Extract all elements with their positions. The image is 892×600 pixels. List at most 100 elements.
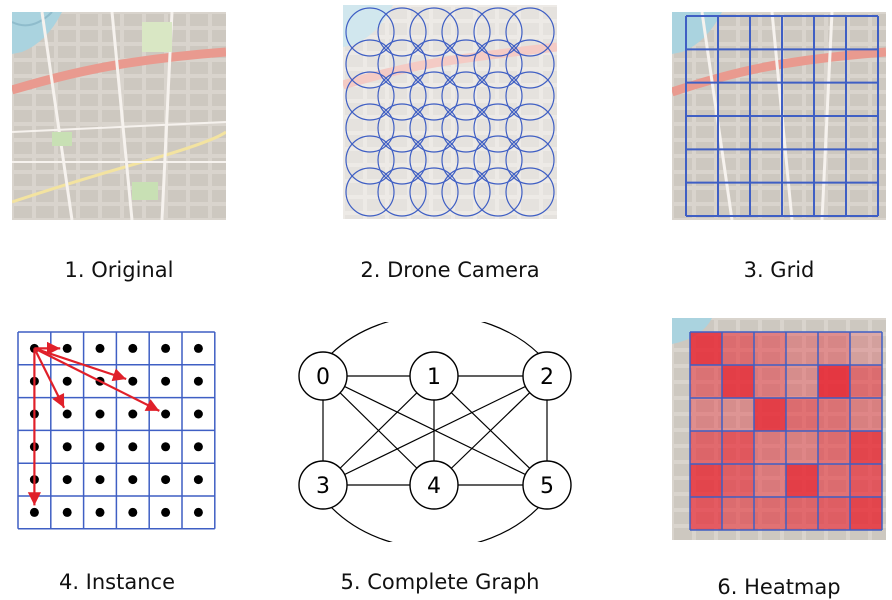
heatmap-cell (722, 497, 754, 530)
coverage-circle (505, 103, 555, 153)
coverage-circle (409, 71, 459, 121)
instance-diagram (17, 331, 216, 530)
instance-node (128, 376, 138, 386)
instance-node (62, 475, 72, 485)
graph-edge (433, 375, 548, 486)
caption-heatmap: 6. Heatmap (717, 575, 841, 599)
heatmap-cell (786, 497, 818, 530)
coverage-circle (377, 167, 427, 217)
coverage-circle (505, 71, 555, 121)
graph-node-label: 2 (540, 365, 554, 390)
caption-original: 1. Original (64, 258, 174, 282)
coverage-circle (345, 167, 395, 217)
coverage-circle (505, 7, 555, 57)
graph-node (298, 460, 348, 510)
instance-node (193, 475, 203, 485)
heatmap-cells (690, 332, 882, 530)
instance-node (29, 507, 39, 517)
instance-node (193, 343, 203, 353)
heatmap-cell (754, 497, 786, 530)
coverage-circle (345, 103, 395, 153)
graph-edge (330, 322, 540, 355)
instance-node (193, 442, 203, 452)
graph-node (298, 351, 348, 401)
coverage-circle (409, 103, 459, 153)
coverage-circle (473, 7, 523, 57)
graph-node-label: 3 (316, 474, 330, 499)
coverage-circle (377, 71, 427, 121)
coverage-circle (473, 39, 523, 89)
instance-node (128, 475, 138, 485)
instance-node (128, 409, 138, 419)
heatmap (672, 318, 886, 540)
coverage-circle (377, 103, 427, 153)
coverage-circle (473, 71, 523, 121)
heatmap-cell (722, 464, 754, 497)
coverage-circle (441, 167, 491, 217)
instance-node (62, 442, 72, 452)
heatmap-cell (754, 332, 786, 365)
heatmap-cell (850, 365, 882, 398)
graph-node-label: 0 (316, 365, 330, 390)
instance-node (193, 507, 203, 517)
coverage-circle (409, 7, 459, 57)
coverage-circle (441, 7, 491, 57)
coverage-circle (345, 71, 395, 121)
caption-complete-graph: 5. Complete Graph (340, 570, 540, 594)
instance-node (193, 409, 203, 419)
coverage-circle (441, 103, 491, 153)
graph-node (522, 460, 572, 510)
heatmap-cell (786, 464, 818, 497)
coverage-circle (505, 135, 555, 185)
heatmap-cell (786, 431, 818, 464)
caption-grid: 3. Grid (743, 258, 815, 282)
instance-grid (17, 331, 216, 530)
instance-node (62, 343, 72, 353)
instance-node (161, 507, 171, 517)
instance-node (128, 442, 138, 452)
instance-arrow (33, 347, 160, 412)
heatmap-cell (818, 497, 850, 530)
coverage-circle (409, 135, 459, 185)
instance-node (95, 409, 105, 419)
instance-node (128, 343, 138, 353)
heatmap-cell (850, 398, 882, 431)
heatmap-cell (818, 332, 850, 365)
instance-node (161, 409, 171, 419)
graph-node (409, 460, 459, 510)
heatmap-cell (818, 365, 850, 398)
heatmap-grid (689, 331, 883, 531)
coverage-circle (441, 39, 491, 89)
instance-node (95, 343, 105, 353)
instance-node (161, 475, 171, 485)
coverage-circle (473, 167, 523, 217)
caption-instance: 4. Instance (58, 570, 176, 594)
instance-node (95, 475, 105, 485)
panel-drone-camera (343, 5, 557, 219)
coverage-circle (473, 135, 523, 185)
heatmap-cell (722, 398, 754, 431)
graph-node-label: 4 (427, 474, 441, 499)
camera-coverage-circles (345, 7, 555, 217)
panel-heatmap (672, 318, 886, 540)
heatmap-cell (722, 332, 754, 365)
heatmap-cell (690, 365, 722, 398)
graph-node-label: 1 (427, 365, 441, 390)
heatmap-cell (690, 431, 722, 464)
heatmap-cell (754, 365, 786, 398)
heatmap-cell (850, 431, 882, 464)
caption-drone-camera: 2. Drone Camera (360, 258, 540, 282)
coverage-circle (377, 7, 427, 57)
coverage-circle (441, 135, 491, 185)
instance-node (62, 409, 72, 419)
instance-node (161, 343, 171, 353)
heatmap-cell (818, 398, 850, 431)
graph-edge (330, 506, 540, 542)
grid-map (672, 12, 886, 220)
heatmap-cell (722, 431, 754, 464)
instance-node (193, 376, 203, 386)
instance-node (95, 442, 105, 452)
drone-camera-diagram (343, 5, 557, 219)
